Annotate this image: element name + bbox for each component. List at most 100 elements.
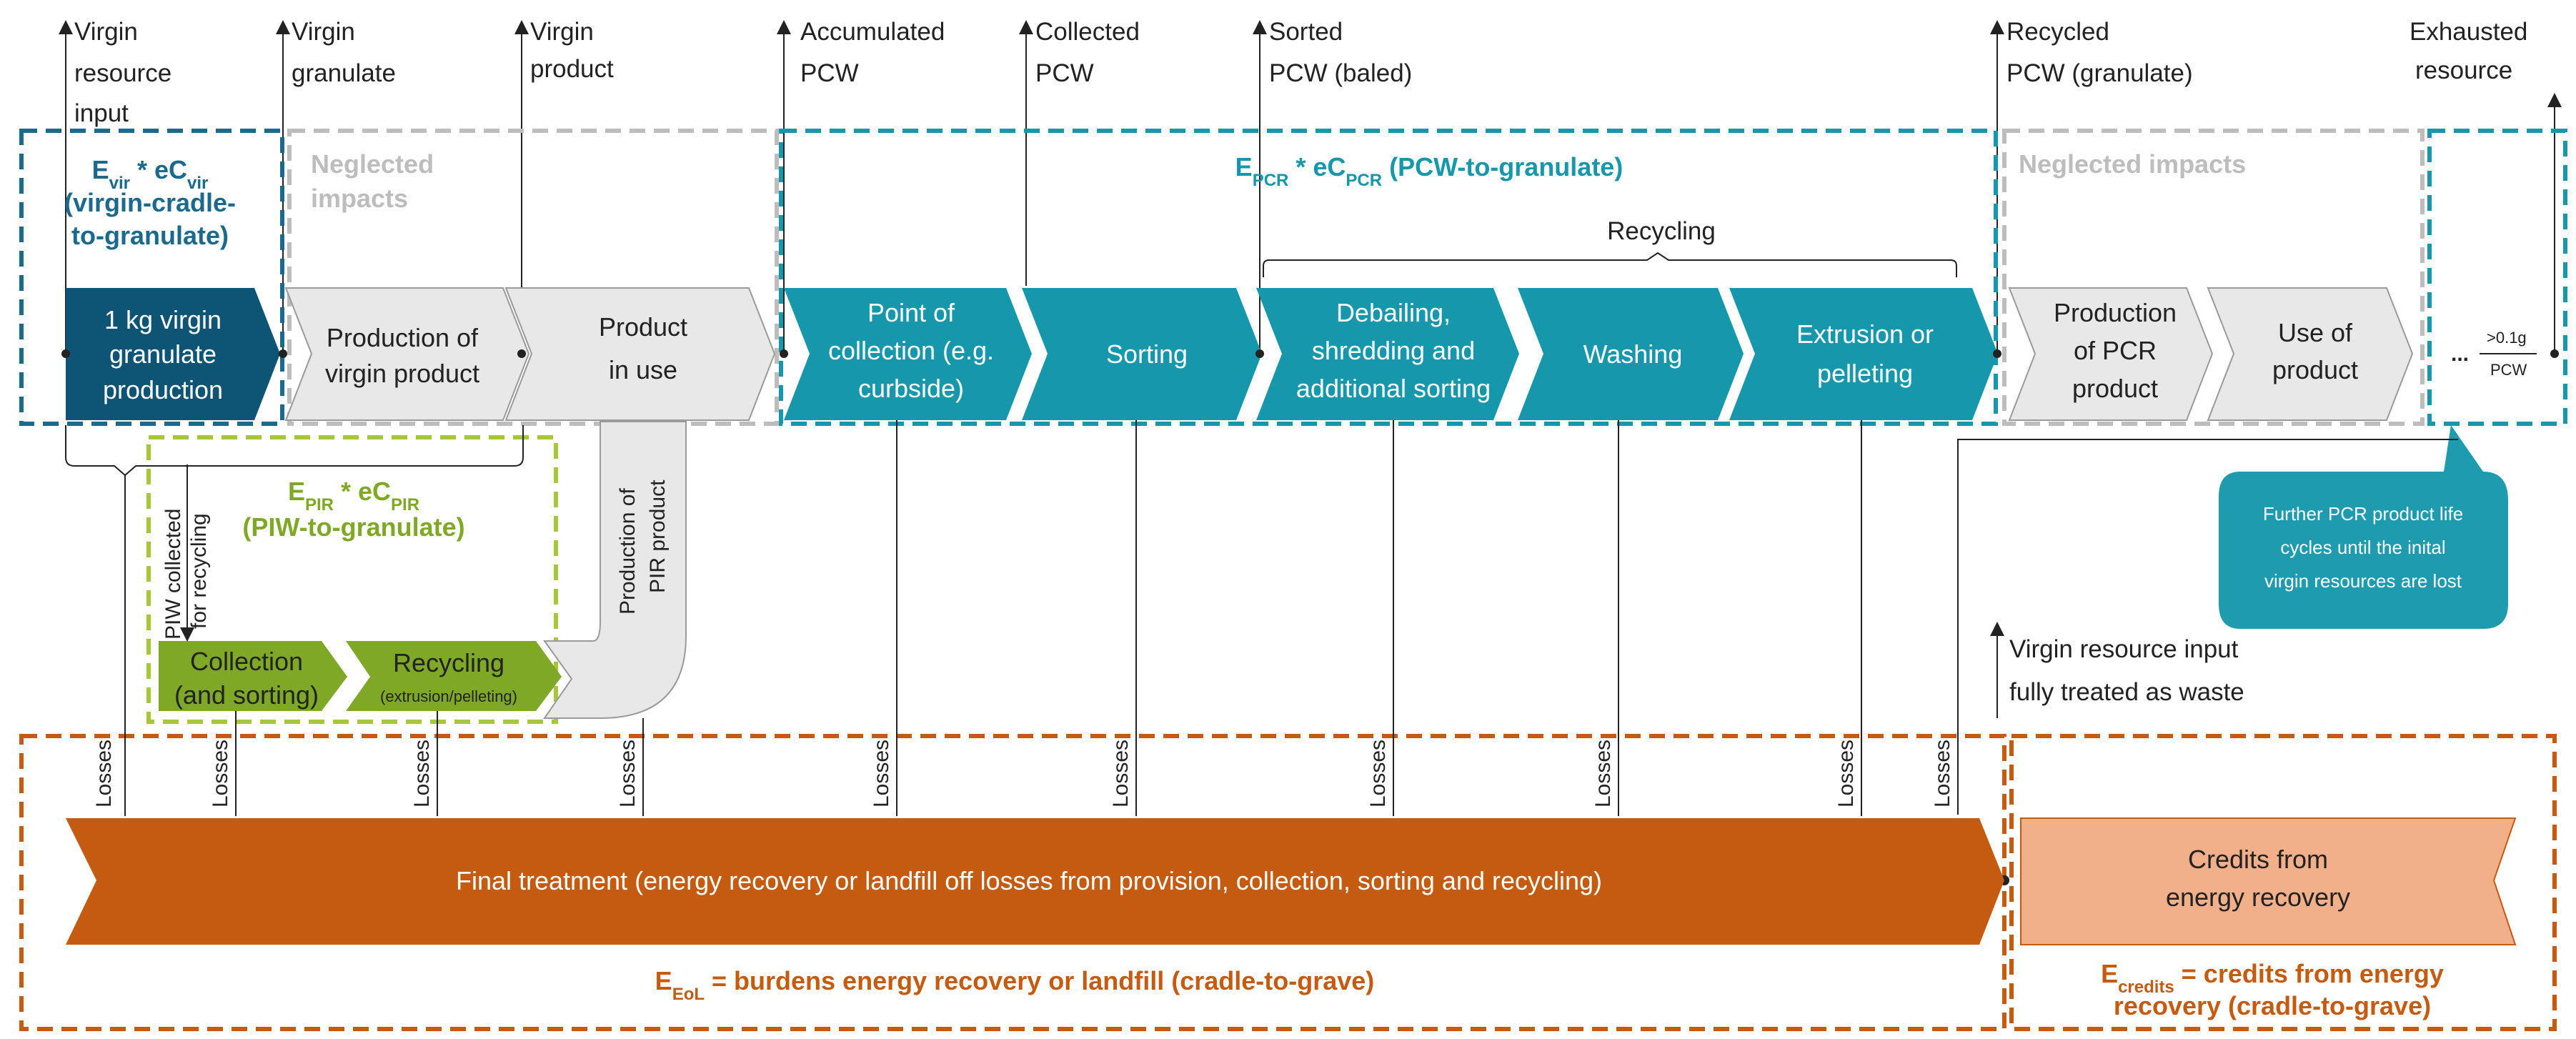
box-collection-sorting <box>159 641 347 711</box>
box-production-pcr-l1: Production <box>2054 298 2177 327</box>
callout-l2: cycles until the inital <box>2280 537 2445 558</box>
box-use-of-product-l1: Use of <box>2278 318 2353 347</box>
box-production-pir <box>543 421 687 719</box>
box-sorting <box>1022 288 1262 420</box>
group-borders <box>19 129 2567 1031</box>
exhausted-border <box>2427 129 2567 426</box>
label-virgin-granulate-2: granulate <box>292 59 396 87</box>
box-production-pir-l2: PIR product <box>646 479 670 593</box>
neglected-right-border <box>2002 129 2425 426</box>
credits-title: Ecredits = credits from energy recovery … <box>2101 959 2444 1020</box>
eol-title-text: EEoL = burdens energy recovery or landfi… <box>655 966 1375 1004</box>
pir-group-title: EPIR * eCPIR <box>288 477 419 514</box>
box-extrusion-l1: Extrusion or <box>1796 319 1934 349</box>
credits-title-text: Ecredits = credits from energy <box>2101 959 2444 997</box>
box-debailing-l1: Debailing, <box>1336 298 1451 327</box>
label-sorted-pcw-1: Sorted <box>1269 18 1343 46</box>
label-virgin-resource-input-2: resource <box>74 59 171 87</box>
losses-2: Losses <box>209 740 232 807</box>
exhausted-small-top: >0.1g <box>2487 329 2527 347</box>
group-titles: Evir * eCvir (virgin-cradle- to-granulat… <box>64 149 2246 542</box>
exhausted-mini: ... >0.1g PCW <box>2451 329 2537 379</box>
box-point-collection-l3: curbside) <box>858 374 964 403</box>
neglected-left-1: Neglected <box>311 149 434 179</box>
box-product-in-use-l2: in use <box>609 355 677 384</box>
losses-labels: Losses Losses Losses Losses Losses Losse… <box>92 740 1954 807</box>
losses-5: Losses <box>870 740 893 807</box>
virgin-group-title-line3: to-granulate) <box>71 221 229 250</box>
recycling-bracket: Recycling <box>1263 217 1957 277</box>
callout-l3: virgin resources are lost <box>2264 570 2462 592</box>
box-production-pcr-l3: product <box>2072 374 2158 403</box>
piw-collected: PIW collected for recycling <box>161 464 211 642</box>
credits-box-l1: Credits from <box>2188 845 2328 874</box>
connection-dots <box>61 349 2559 885</box>
label-accumulated-pcw-1: Accumulated <box>800 18 945 46</box>
label-collected-pcw-1: Collected <box>1035 18 1140 46</box>
virgin-group-title: Evir * eCvir <box>92 155 209 193</box>
virgin-group-border <box>19 129 284 426</box>
losses-10: Losses <box>1931 740 1954 807</box>
waste-label-l1: Virgin resource input <box>2009 635 2239 663</box>
box-recycling-piw-l1: Recycling <box>393 648 504 677</box>
losses-7: Losses <box>1366 740 1390 807</box>
neglected-left-border <box>287 129 779 426</box>
exhausted-small-bottom: PCW <box>2490 361 2527 379</box>
losses-1: Losses <box>92 740 116 807</box>
box-collection-sorting-l2: (and sorting) <box>174 680 319 710</box>
box-virgin-granulate-l3: production <box>103 375 223 404</box>
box-virgin-granulate-l1: 1 kg virgin <box>104 305 222 334</box>
losses-arrows <box>124 420 1862 816</box>
box-virgin-granulate <box>66 288 280 420</box>
box-production-virgin-l2: virgin product <box>325 359 479 388</box>
credits-box: Credits from energy recovery <box>2020 817 2517 945</box>
box-production-pcr-l2: of PCR <box>2074 336 2157 365</box>
credits-group-border <box>2009 734 2557 1031</box>
label-virgin-resource-input-1: Virgin <box>74 18 138 46</box>
loop-line <box>1957 439 2458 815</box>
credits-title-line2: recovery (cradle-to-grave) <box>2114 991 2431 1020</box>
label-virgin-product-2: product <box>530 55 614 83</box>
box-use-of-product <box>2207 287 2414 421</box>
piw-collected-l2: for recycling <box>187 513 211 629</box>
pir-group-border <box>146 435 558 724</box>
box-production-virgin <box>284 287 530 421</box>
callout-l1: Further PCR product life <box>2263 503 2463 525</box>
losses-4: Losses <box>616 740 640 807</box>
recycling-bracket-label: Recycling <box>1607 217 1716 245</box>
label-virgin-granulate-1: Virgin <box>292 18 355 46</box>
box-point-collection-l1: Point of <box>867 298 955 327</box>
label-recycled-pcw-1: Recycled <box>2006 18 2109 46</box>
final-treatment: Final treatment (energy recovery or land… <box>66 818 2004 945</box>
box-production-virgin-l1: Production of <box>327 323 479 352</box>
credits-box-l2: energy recovery <box>2166 883 2350 912</box>
label-sorted-pcw-2: PCW (baled) <box>1269 59 1412 87</box>
box-extrusion <box>1729 288 1998 420</box>
label-exhausted-resource-2: resource <box>2415 56 2512 84</box>
box-production-pcr <box>2008 287 2214 421</box>
final-treatment-label: Final treatment (energy recovery or land… <box>456 866 1602 895</box>
box-debailing <box>1256 288 1519 420</box>
pcr-group-border <box>779 129 1998 426</box>
label-collected-pcw-2: PCW <box>1035 59 1094 87</box>
box-collection-sorting-l1: Collection <box>190 647 303 676</box>
label-virgin-product-1: Virgin <box>530 18 594 46</box>
virgin-group-title-line2: (virgin-cradle- <box>64 188 236 217</box>
waste-label: Virgin resource input fully treated as w… <box>1990 622 2244 718</box>
box-debailing-l2: shredding and <box>1312 336 1475 365</box>
box-product-in-use-l1: Product <box>599 312 687 342</box>
losses-3: Losses <box>410 740 434 807</box>
top-label-texts: Virgin resource input Virgin granulate V… <box>74 18 2527 127</box>
ellipsis-label: ... <box>2451 342 2469 366</box>
label-recycled-pcw-2: PCW (granulate) <box>2006 59 2193 87</box>
pcr-group-title: EPCR * eCPCR (PCW-to-granulate) <box>1235 152 1623 190</box>
label-exhausted-resource-1: Exhausted <box>2410 18 2527 46</box>
pir-group-title-line2: (PIW-to-granulate) <box>242 512 464 542</box>
eol-title: EEoL = burdens energy recovery or landfi… <box>655 966 1375 1004</box>
box-washing-l1: Washing <box>1583 339 1683 369</box>
piw-collected-l1: PIW collected <box>161 509 185 640</box>
box-recycling-piw <box>346 641 562 711</box>
box-sorting-l1: Sorting <box>1106 339 1188 369</box>
neglected-right: Neglected impacts <box>2019 149 2246 179</box>
losses-8: Losses <box>1591 740 1615 807</box>
